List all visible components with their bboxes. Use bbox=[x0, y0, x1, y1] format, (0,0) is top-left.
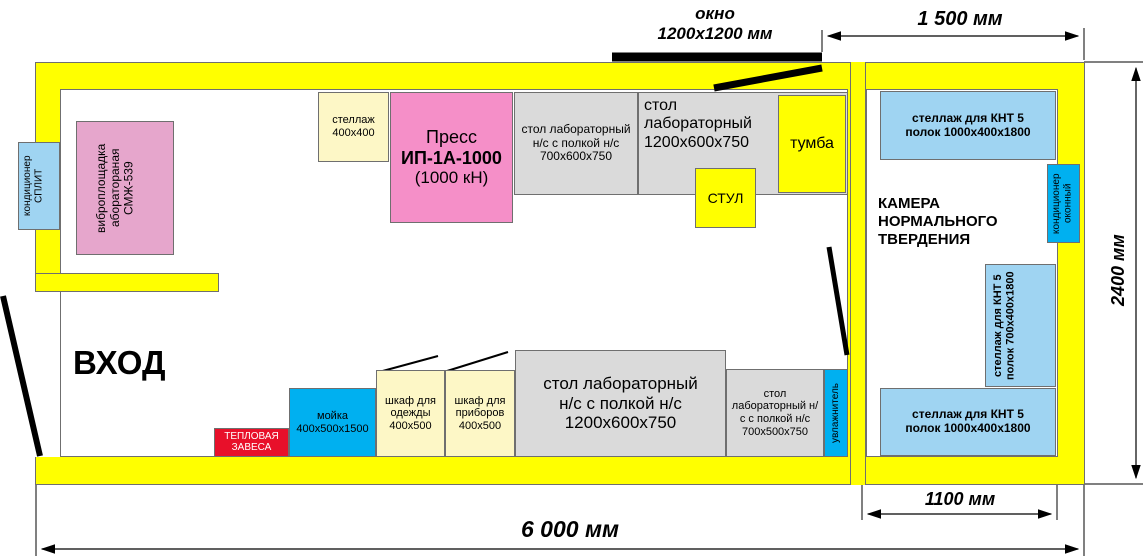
wardrobe-clothes: шкаф для одежды 400х500 bbox=[376, 370, 445, 457]
shelf-400: стеллаж 400х400 bbox=[318, 92, 389, 162]
window-sash bbox=[713, 64, 823, 92]
press: Пресс ИП-1А-1000 (1000 кН) bbox=[390, 92, 513, 223]
wardrobe-clothes-door bbox=[378, 355, 439, 373]
window-label: окно bbox=[695, 4, 735, 23]
inner-width-label: 1100 мм bbox=[924, 489, 996, 509]
height-label: 2400 мм bbox=[1108, 234, 1128, 306]
total-length-label: 6 000 мм bbox=[521, 516, 619, 542]
chamber-label: КАМЕРА НОРМАЛЬНОГО ТВЕРДЕНИЯ bbox=[878, 195, 998, 248]
entrance-opening bbox=[35, 292, 60, 457]
lab-table-small-top: стол лабораторный н/с с полкой н/с 700х6… bbox=[514, 92, 638, 195]
chair: СТУЛ bbox=[695, 168, 756, 228]
wardrobe-devices: шкаф для приборов 400х500 bbox=[445, 370, 515, 457]
kht-shelf-top: стеллаж для КНТ 5 полок 1000х400х1800 bbox=[880, 91, 1056, 160]
ac-split: кондиционер СПЛИТ bbox=[18, 142, 60, 230]
tumba: тумба bbox=[778, 95, 846, 193]
vibro-platform: виброплощадка аборатораная СМЖ-539 bbox=[76, 121, 174, 255]
camera-width-label: 1 500 мм bbox=[917, 8, 1003, 30]
kht-shelf-bottom: стеллаж для КНТ 5 полок 1000х400х1800 bbox=[880, 388, 1056, 456]
lab-table-large-bottom: стол лабораторный н/с с полкой н/с 1200х… bbox=[515, 350, 726, 457]
divider-wall bbox=[850, 62, 866, 485]
entrance-door bbox=[0, 295, 43, 457]
heat-curtain: ТЕПЛОВАЯ ЗАВЕСА bbox=[214, 428, 289, 457]
entrance-label: ВХОД bbox=[73, 344, 166, 381]
partition-stub bbox=[35, 273, 219, 292]
wardrobe-devices-door bbox=[446, 351, 509, 372]
lab-table-small-bottom: стол лабораторный н/с с полкой н/с 700х5… bbox=[726, 369, 824, 457]
ac-window: кондиционер оконный bbox=[1047, 164, 1080, 243]
sink: мойка 400х500х1500 bbox=[289, 388, 376, 457]
humidifier: увлажнитель bbox=[824, 369, 848, 457]
chamber-door bbox=[826, 246, 850, 356]
kht-shelf-side: стеллаж для КНТ 5 полок 700х400х1800 bbox=[985, 264, 1056, 387]
window-size-label: 1200х1200 мм bbox=[657, 24, 773, 43]
